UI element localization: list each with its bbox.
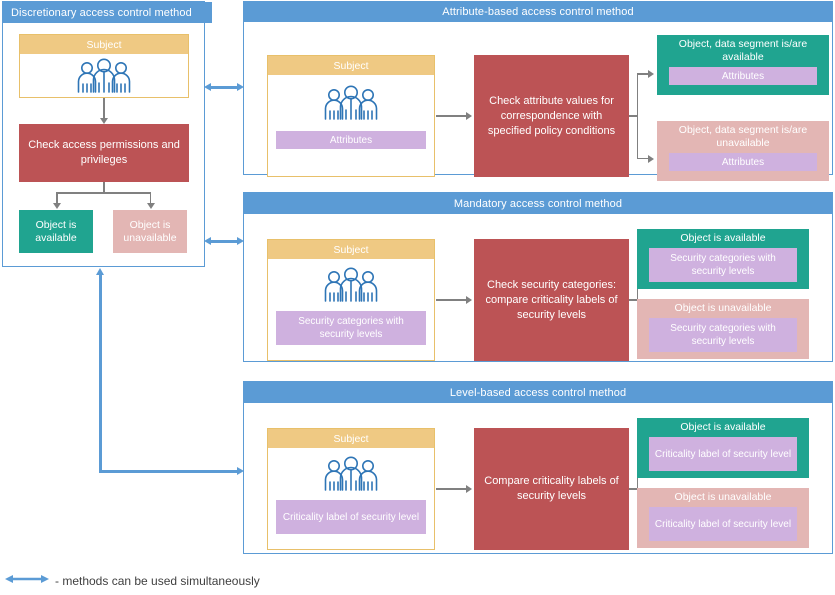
process-level-label: Compare criticality labels of security l… xyxy=(484,475,619,502)
panel-level-title: Level-based access control method xyxy=(449,386,627,399)
result-unavailable-discretionary-label: Object is unavailable xyxy=(123,218,177,244)
flow-line-branch-left xyxy=(56,192,58,204)
subject-card-attribute: Subject Attributes xyxy=(267,55,435,177)
result-unavailable-discretionary: Object is unavailable xyxy=(113,210,187,253)
flow-line-branch-right xyxy=(149,192,151,204)
flow-arrowhead-result-available xyxy=(648,70,654,78)
flow-line-result-vertical xyxy=(636,73,638,159)
process-discretionary: Check access permissions and privileges xyxy=(19,124,189,182)
panel-level-header: Level-based access control method xyxy=(244,382,832,403)
process-discretionary-label: Check access permissions and privileges xyxy=(28,139,180,166)
panel-mandatory-title: Mandatory access control method xyxy=(453,197,623,210)
flow-arrowhead-subject-to-process xyxy=(99,118,108,124)
process-mandatory-label: Check security categories: compare criti… xyxy=(485,278,618,321)
result-available-discretionary: Object is available xyxy=(19,210,93,253)
flow-line-process-down xyxy=(103,182,105,193)
flow-line-subject-to-process xyxy=(436,299,468,301)
subject-body-mandatory: Security categories with security levels xyxy=(268,259,434,360)
connector-discretionary-attribute-arrowhead-right xyxy=(237,82,244,91)
panel-attribute: Attribute-based access control method Su… xyxy=(243,1,833,181)
subject-label-attribute: Subject xyxy=(268,56,434,75)
result-unavailable-level: Object is unavailable Criticality label … xyxy=(637,488,809,548)
subject-label-level: Subject xyxy=(268,429,434,448)
connector-discretionary-level-horizontal xyxy=(99,470,239,473)
flow-arrowhead-subject-to-process xyxy=(466,484,472,493)
subject-body-level: Criticality label of security level xyxy=(268,448,434,549)
flow-arrowhead-result-unavailable xyxy=(648,154,654,163)
flow-line-result-in xyxy=(629,299,638,301)
result-available-level-tag: Criticality label of security level xyxy=(649,437,797,471)
result-available-attribute-tag: Attributes xyxy=(669,67,817,85)
result-available-level-label: Object is available xyxy=(680,421,766,433)
subject-card-discretionary: Subject xyxy=(19,34,189,98)
process-attribute-label: Check attribute values for correspondenc… xyxy=(487,94,616,137)
result-unavailable-mandatory: Object is unavailable Security categorie… xyxy=(637,299,809,359)
process-attribute: Check attribute values for correspondenc… xyxy=(474,55,629,177)
flow-line-result-in xyxy=(629,115,638,117)
double-headed-arrow-icon xyxy=(5,572,49,590)
result-unavailable-level-label: Object is unavailable xyxy=(674,491,772,503)
result-available-discretionary-label: Object is available xyxy=(35,218,77,244)
subject-label-mandatory: Subject xyxy=(268,240,434,259)
flow-line-subject-to-process xyxy=(436,488,468,490)
three-people-icon xyxy=(320,456,382,497)
panel-discretionary-title: Discretionary access control method xyxy=(11,6,192,19)
connector-discretionary-attribute-arrowhead-left xyxy=(204,82,211,91)
legend-label: - methods can be used simultaneously xyxy=(55,574,260,588)
three-people-icon xyxy=(320,85,382,126)
connector-discretionary-mandatory xyxy=(210,240,240,243)
panel-level: Level-based access control method Subjec… xyxy=(243,381,833,554)
subject-body-attribute: Attributes xyxy=(268,75,434,176)
flow-arrowhead-subject-to-process xyxy=(466,295,472,304)
flow-arrowhead-subject-to-process xyxy=(466,111,472,120)
panel-mandatory: Mandatory access control method Subject xyxy=(243,192,833,362)
result-available-mandatory-label: Object is available xyxy=(680,232,766,244)
flow-arrowhead-branch-left xyxy=(53,203,61,209)
result-available-level: Object is available Criticality label of… xyxy=(637,418,809,478)
process-level: Compare criticality labels of security l… xyxy=(474,428,629,550)
flow-line-subject-to-process xyxy=(103,98,105,119)
subject-tag-level: Criticality label of security level xyxy=(276,500,426,534)
flow-line-result-in xyxy=(629,488,638,490)
flow-line-result-bottom xyxy=(636,157,651,159)
connector-discretionary-level-arrowhead-up xyxy=(96,268,104,275)
subject-card-level: Subject Criticalit xyxy=(267,428,435,550)
connector-discretionary-attribute xyxy=(210,86,240,89)
flow-arrowhead-branch-right xyxy=(146,203,155,209)
panel-discretionary: Discretionary access control method Subj… xyxy=(2,1,212,267)
flow-line-result-top xyxy=(636,73,651,75)
connector-discretionary-level-arrowhead-right xyxy=(237,466,244,475)
legend: - methods can be used simultaneously xyxy=(5,572,260,590)
three-people-icon xyxy=(73,58,135,99)
result-available-mandatory-tag: Security categories with security levels xyxy=(649,248,797,282)
result-unavailable-mandatory-label: Object is unavailable xyxy=(674,302,772,314)
panel-attribute-header: Attribute-based access control method xyxy=(244,2,832,22)
subject-label-discretionary: Subject xyxy=(20,35,188,54)
panel-mandatory-header: Mandatory access control method xyxy=(244,193,832,214)
panel-attribute-title: Attribute-based access control method xyxy=(442,6,634,18)
process-mandatory: Check security categories: compare criti… xyxy=(474,239,629,361)
result-available-attribute: Object, data segment is/are available At… xyxy=(657,35,829,95)
result-unavailable-attribute-tag: Attributes xyxy=(669,153,817,171)
subject-tag-mandatory: Security categories with security levels xyxy=(276,311,426,345)
result-unavailable-attribute-label: Object, data segment is/are unavailable xyxy=(678,124,808,149)
result-unavailable-mandatory-tag: Security categories with security levels xyxy=(649,318,797,352)
result-unavailable-level-tag: Criticality label of security level xyxy=(649,507,797,541)
flow-line-subject-to-process xyxy=(436,115,468,117)
flow-line-branch-horizontal xyxy=(56,192,151,194)
connector-discretionary-level-vertical xyxy=(99,273,102,472)
subject-body-discretionary xyxy=(20,54,188,98)
connector-discretionary-mandatory-arrowhead-left xyxy=(204,236,211,245)
result-unavailable-attribute: Object, data segment is/are unavailable … xyxy=(657,121,829,181)
subject-tag-attribute: Attributes xyxy=(276,131,426,149)
subject-card-mandatory: Subject Security c xyxy=(267,239,435,361)
three-people-icon xyxy=(320,267,382,308)
result-available-attribute-label: Object, data segment is/are available xyxy=(678,38,808,63)
panel-discretionary-header: Discretionary access control method xyxy=(3,2,212,23)
result-available-mandatory: Object is available Security categories … xyxy=(637,229,809,289)
connector-discretionary-mandatory-arrowhead-right xyxy=(237,236,244,245)
